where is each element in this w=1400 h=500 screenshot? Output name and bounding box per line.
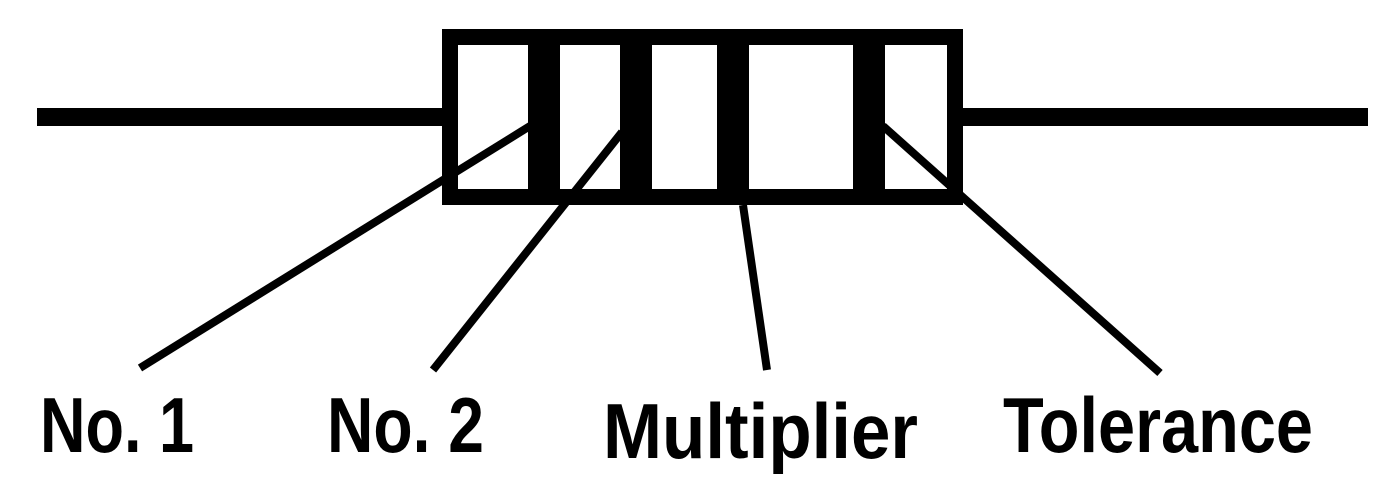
band-multiplier bbox=[717, 37, 749, 197]
leader-line-band-1 bbox=[137, 122, 533, 372]
band-1 bbox=[528, 37, 560, 197]
leader-line-multiplier bbox=[739, 204, 771, 371]
leader-line-band-2 bbox=[429, 129, 626, 373]
label-tolerance: Tolerance bbox=[1003, 381, 1313, 469]
band-tolerance bbox=[853, 37, 885, 197]
label-band-1: No. 1 bbox=[40, 381, 194, 469]
label-band-2: No. 2 bbox=[327, 381, 484, 469]
leader-line-tolerance bbox=[880, 123, 1163, 376]
band-2 bbox=[620, 37, 652, 197]
label-multiplier: Multiplier bbox=[603, 387, 918, 475]
